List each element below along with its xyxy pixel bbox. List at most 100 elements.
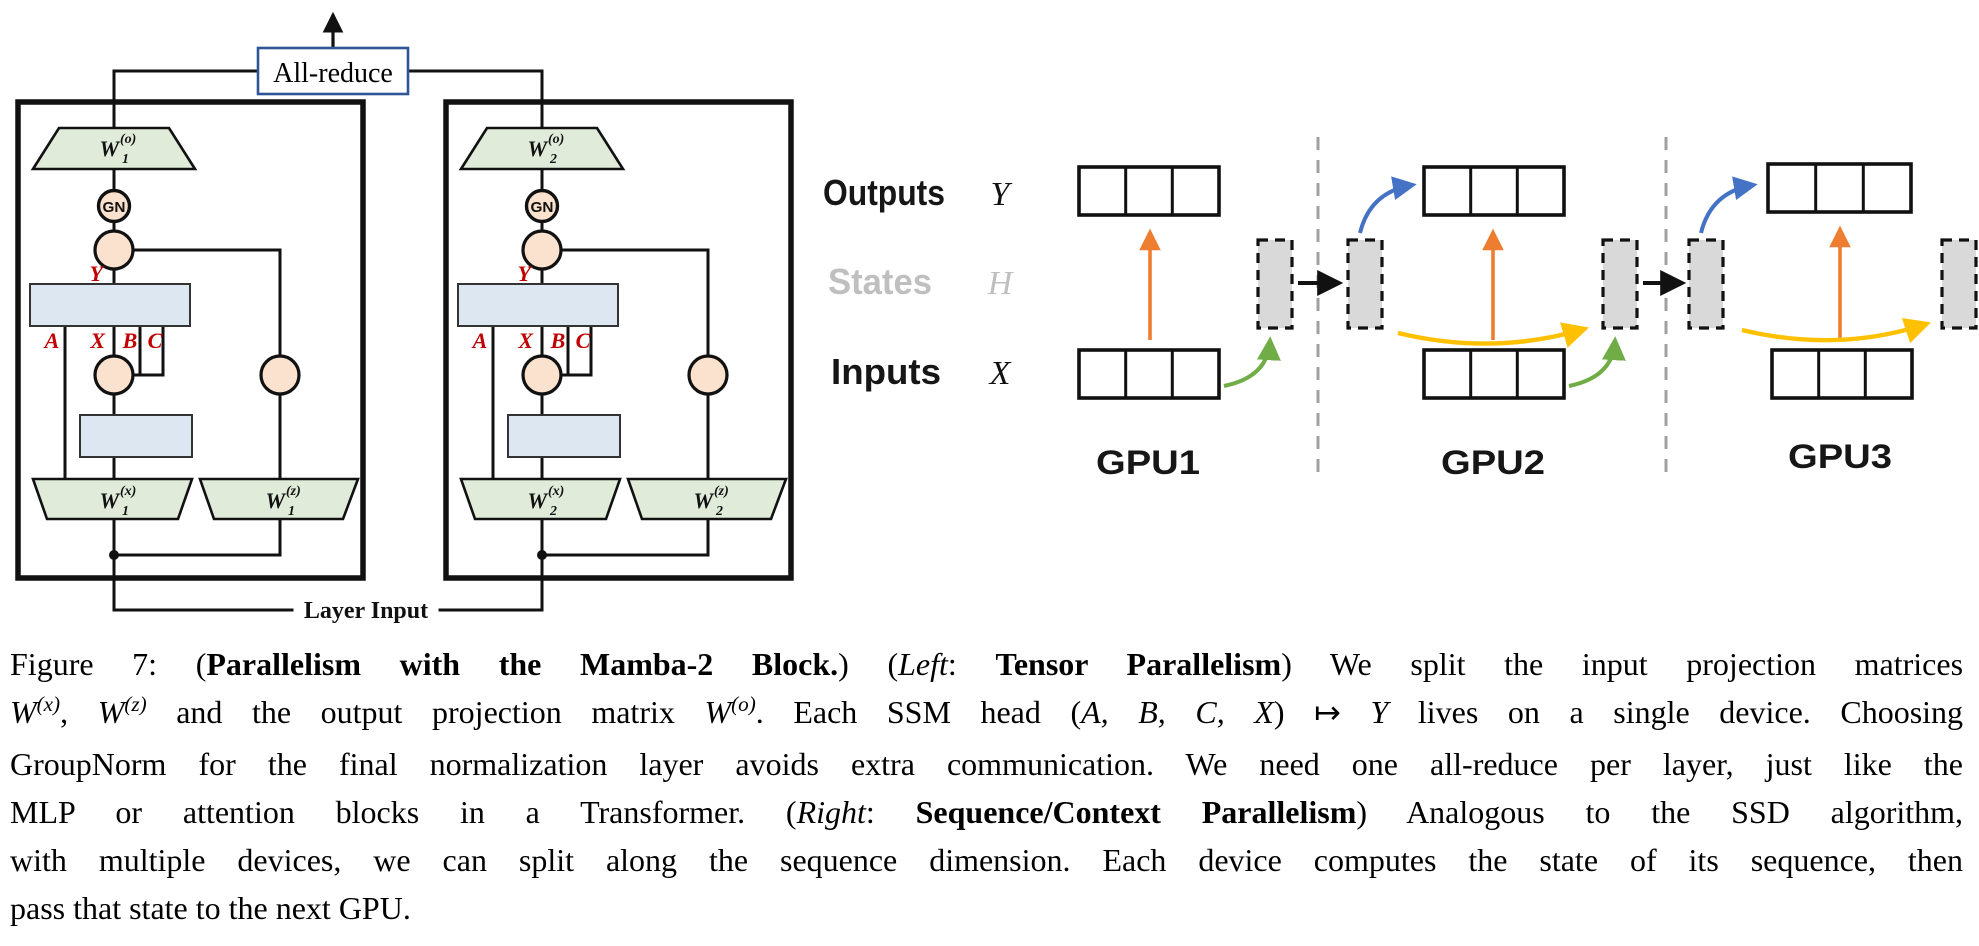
gate-multiply-circle xyxy=(93,229,135,271)
groupnorm-label: GN xyxy=(103,199,126,216)
sequence-skip-arrow-yellow xyxy=(1397,322,1590,348)
w1x-label-sub: 1 xyxy=(122,504,129,519)
y-head-label: Y xyxy=(90,261,106,286)
gpu3-label: GPU3 xyxy=(1788,438,1892,476)
state-read-arrow-blue xyxy=(1358,176,1417,234)
block-border xyxy=(443,99,794,581)
gpu2-label: GPU2 xyxy=(1441,444,1545,482)
outputs-row-label: Outputs xyxy=(823,172,945,213)
x-projection-trapezoid xyxy=(31,477,194,521)
gpu2-input-matrix xyxy=(1422,348,1566,400)
caption-line: W(x), W(z) and the output projection mat… xyxy=(10,688,1963,740)
tensor-parallelism-diagram: W (o) 1 GN Y A X B C W (x) 1 W (z) 1 xyxy=(15,11,794,624)
caption-segment: (o) xyxy=(731,692,756,717)
caption-line: Figure 7: (Parallelism with the Mamba-2 … xyxy=(10,640,1963,688)
caption-segment: . Each SSM head ( xyxy=(755,694,1082,730)
caption-segment: A, B, C, X xyxy=(1081,694,1274,730)
inputs-variable: X xyxy=(988,355,1012,392)
output-projection-trapezoid xyxy=(458,126,626,171)
z-projection-trapezoid xyxy=(198,477,360,521)
sequence-parallelism-diagram: Outputs Y States H Inputs X xyxy=(823,137,1978,482)
ssm-block xyxy=(457,283,619,327)
z-path-circle xyxy=(259,354,301,396)
allreduce-box xyxy=(256,46,410,96)
layer-input-label: Layer Input xyxy=(304,598,428,624)
w2z-label-sub: 2 xyxy=(715,504,723,519)
caption-segment: Y xyxy=(1370,694,1389,730)
b-head-label: B xyxy=(122,328,138,353)
state-box-gpu2-in xyxy=(1346,238,1384,330)
gpu1-column xyxy=(1077,165,1281,400)
caption-segment: W xyxy=(704,694,732,730)
x-projection-trapezoid xyxy=(459,477,622,521)
caption-segment: ) ↦ xyxy=(1273,694,1371,730)
gpu3-output-matrix xyxy=(1766,162,1913,214)
caption-segment: ) We split the input projection matrices xyxy=(1281,646,1964,682)
gpu3-column xyxy=(1699,162,1978,400)
z-projection-trapezoid xyxy=(626,477,788,521)
w1z-label-sub: 1 xyxy=(288,504,295,519)
caption-segment: : xyxy=(947,646,996,682)
caption-segment: : xyxy=(865,794,916,830)
mamba-block-2: W (o) 2 GN Y A X B C W (x) 2 W (z) 2 xyxy=(443,99,794,612)
caption-segment: (z) xyxy=(124,692,147,717)
gpu1-input-matrix xyxy=(1077,348,1221,400)
caption-segment: GroupNorm for the final normalization la… xyxy=(10,746,1963,782)
caption-segment: Tensor Parallelism xyxy=(995,646,1282,682)
z-path-circle xyxy=(687,354,729,396)
caption-segment: MLP or attention blocks in a Transformer… xyxy=(10,794,797,830)
state-box-gpu1-out xyxy=(1256,238,1294,330)
caption-segment: W xyxy=(10,694,37,730)
sequence-skip-arrow-yellow xyxy=(1741,318,1932,344)
x-path-circle xyxy=(93,354,135,396)
w2x-label-sup: (x) xyxy=(548,484,564,499)
gpu3-input-matrix xyxy=(1770,348,1914,400)
caption-segment: pass that state to the next GPU. xyxy=(10,890,411,926)
states-row-label: States xyxy=(828,261,932,302)
block-border xyxy=(15,99,366,581)
gpu2-column xyxy=(1358,165,1626,400)
w2z-label-base: W xyxy=(693,488,714,513)
allreduce-left-connector xyxy=(112,69,260,130)
states-variable: H xyxy=(987,265,1015,302)
w2z-label-sup: (z) xyxy=(714,484,729,499)
b-head-label: B xyxy=(550,328,566,353)
state-box-gpu3-in xyxy=(1687,238,1725,330)
caption-segment: Right xyxy=(796,794,866,830)
w2x-label-sub: 2 xyxy=(549,504,557,519)
state-read-arrow-blue xyxy=(1699,176,1758,234)
caption-segment: (x) xyxy=(36,692,61,717)
ssm-block xyxy=(29,283,191,327)
y-head-label: Y xyxy=(518,261,534,286)
x-path-circle xyxy=(521,354,563,396)
conv-block xyxy=(79,414,193,458)
caption-segment: Left xyxy=(898,646,948,682)
allreduce-right-connector xyxy=(406,69,544,130)
x-head-label: X xyxy=(89,328,106,353)
gpu1-output-matrix xyxy=(1077,165,1221,217)
caption-line: GroupNorm for the final normalization la… xyxy=(10,740,1963,788)
conv-block xyxy=(507,414,621,458)
state-write-arrow-green xyxy=(1568,336,1626,388)
w2o-label-sub: 2 xyxy=(549,152,557,167)
w1z-label-base: W xyxy=(265,488,286,513)
caption-segment: lives on a single device. Choosing xyxy=(1388,694,1964,730)
caption-segment: and the output projection matrix xyxy=(146,694,705,730)
caption-segment: Figure 7: ( xyxy=(10,646,207,682)
figure-diagram: W (o) 1 GN Y A X B C W (x) 1 W (z) 1 xyxy=(15,11,1978,624)
w1x-label-base: W xyxy=(99,488,120,513)
groupnorm-circle xyxy=(96,188,132,224)
w2o-label-sup: (o) xyxy=(548,132,564,147)
w1o-label-sup: (o) xyxy=(120,132,136,147)
c-head-label: C xyxy=(148,328,163,353)
groupnorm-label: GN xyxy=(531,199,554,216)
x-head-label: X xyxy=(517,328,534,353)
figure-caption: Figure 7: (Parallelism with the Mamba-2 … xyxy=(10,640,1963,932)
c-head-label: C xyxy=(576,328,591,353)
caption-segment: ) ( xyxy=(838,646,899,682)
gpu2-output-matrix xyxy=(1422,165,1566,217)
mamba-block-1: W (o) 1 GN Y A X B C W (x) 1 W (z) 1 xyxy=(15,99,366,612)
a-head-label: A xyxy=(471,328,488,353)
caption-line: MLP or attention blocks in a Transformer… xyxy=(10,788,1963,836)
